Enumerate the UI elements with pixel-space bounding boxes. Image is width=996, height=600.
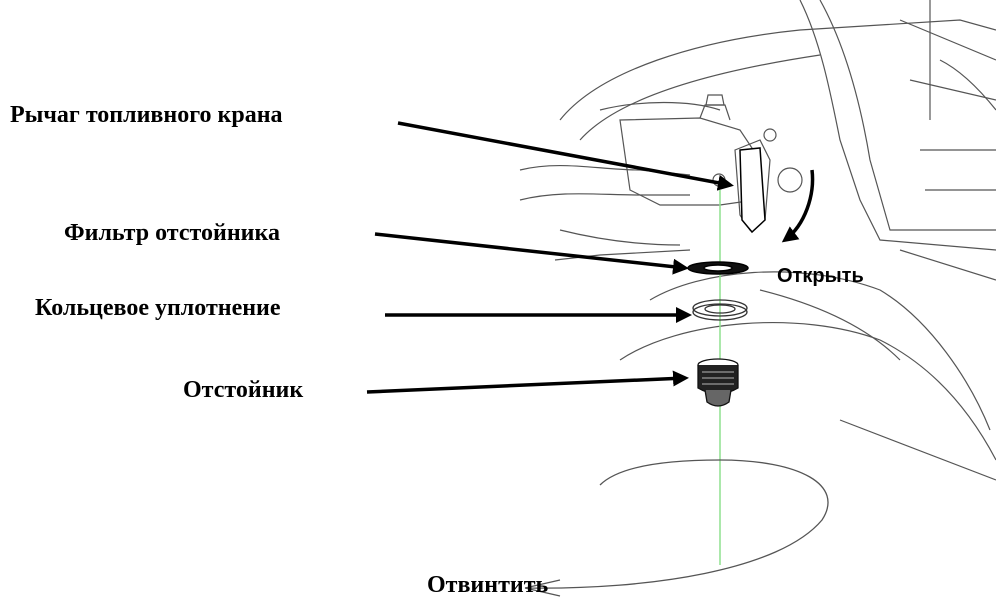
sediment-filter-part [688, 262, 748, 274]
lever-callout-arrow [398, 123, 730, 185]
fuel-lever-part [740, 148, 765, 232]
sediment-cup-part [698, 359, 738, 406]
label-unscrew: Отвинтить [427, 572, 548, 599]
label-sediment-filter: Фильтр отстойника [64, 220, 280, 247]
label-o-ring: Кольцевое уплотнение [35, 295, 281, 322]
label-sediment-cup: Отстойник [183, 377, 303, 404]
label-fuel-lever: Рычаг топливного крана [10, 102, 283, 129]
engine-sketch [520, 0, 996, 480]
filter-callout-arrow [375, 234, 685, 268]
open-rotation-arrow [785, 170, 813, 240]
bowl-callout-arrow [367, 378, 685, 392]
label-open: Открыть [777, 265, 864, 288]
unscrew-rotation-arrow [525, 460, 828, 588]
